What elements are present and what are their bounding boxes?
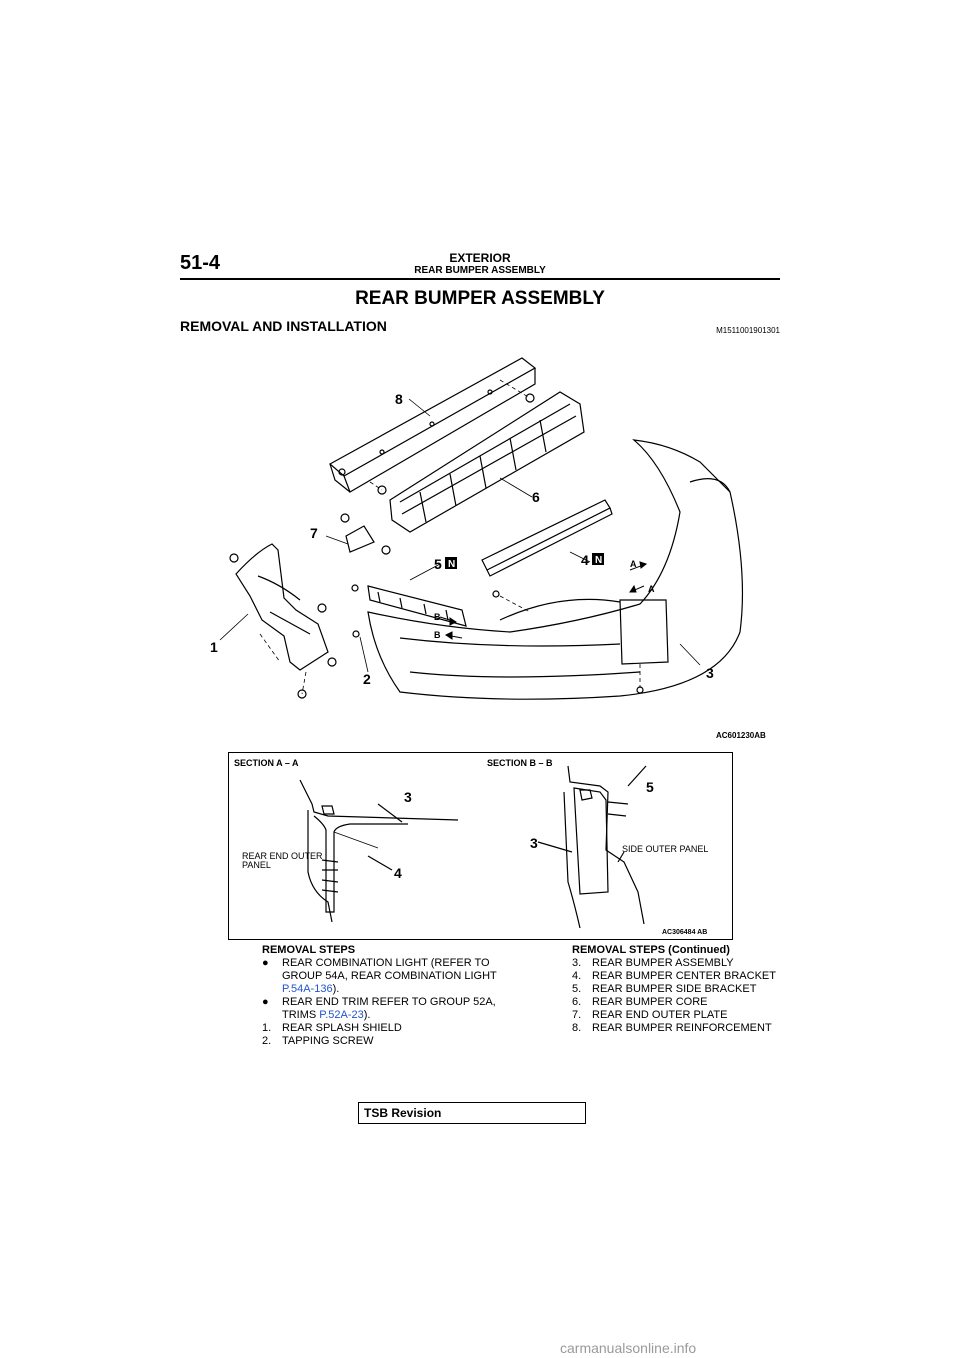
n-badge-5: N <box>445 557 457 570</box>
removal-steps-heading: REMOVAL STEPS <box>262 944 356 956</box>
sec-b-callout-3: 3 <box>530 835 538 851</box>
bumper-core-drawing <box>389 391 585 533</box>
callout-7: 7 <box>310 525 318 541</box>
outer-plate-drawing <box>340 513 391 555</box>
section-subtitle: REMOVAL AND INSTALLATION <box>180 318 387 334</box>
step-bullet: ● REAR COMBINATION LIGHT (REFER TO GROUP… <box>262 957 497 995</box>
step-item: 5.REAR BUMPER SIDE BRACKET <box>572 983 757 995</box>
callout-3: 3 <box>706 665 714 681</box>
side-bracket-drawing <box>367 585 467 627</box>
step-item: 7.REAR END OUTER PLATE <box>572 1009 728 1021</box>
reference-link[interactable]: P.54A-136 <box>282 983 333 995</box>
side-outer-panel-label: SIDE OUTER PANEL <box>622 844 709 854</box>
section-a-label: SECTION A – A <box>234 758 299 768</box>
splash-shield-drawing <box>229 543 337 699</box>
callout-5: 5 <box>434 556 442 572</box>
sec-a-callout-4: 4 <box>394 865 402 881</box>
section-mark-a2: A <box>648 584 655 594</box>
section-b-label: SECTION B – B <box>487 758 553 768</box>
screws-drawing <box>351 393 644 694</box>
bullet-icon: ● <box>262 996 269 1008</box>
header-section: EXTERIOR <box>449 251 511 265</box>
bumper-fascia-drawing <box>367 439 744 700</box>
page-number: 51-4 <box>180 252 221 274</box>
svg-text:N: N <box>595 555 602 566</box>
tsb-revision-box <box>358 1102 586 1124</box>
figure-code: AC601230AB <box>716 731 766 740</box>
exploded-diagram: 8 6 7 5 4 1 2 3 N N A A B B <box>210 357 744 700</box>
step-item: 3.REAR BUMPER ASSEMBLY <box>572 957 734 969</box>
svg-text:N: N <box>448 559 455 570</box>
header-subsection: REAR BUMPER ASSEMBLY <box>414 265 546 276</box>
rear-end-outer-panel-label: REAR END OUTER PANEL <box>242 851 323 870</box>
removal-steps-continued: REMOVAL STEPS (Continued) 3.REAR BUMPER … <box>572 944 792 1035</box>
tsb-revision-label: TSB Revision <box>364 1106 442 1120</box>
center-bracket-drawing <box>481 499 613 577</box>
section-figure-code: AC306484 AB <box>662 929 708 936</box>
reference-link[interactable]: P.52A-23 <box>319 1009 364 1021</box>
callout-1: 1 <box>210 639 218 655</box>
callout-6: 6 <box>532 489 540 505</box>
section-b-drawing <box>537 765 647 929</box>
callout-4: 4 <box>581 552 589 568</box>
callout-8: 8 <box>395 391 403 407</box>
callout-2: 2 <box>363 671 371 687</box>
step-bullet: ● REAR END TRIM REFER TO GROUP 52A, TRIM… <box>262 996 496 1021</box>
step-item: 6.REAR BUMPER CORE <box>572 996 708 1008</box>
page-title: REAR BUMPER ASSEMBLY <box>355 288 605 309</box>
step-item: 1.REAR SPLASH SHIELD <box>262 1022 402 1034</box>
sec-a-callout-3: 3 <box>404 789 412 805</box>
sec-b-callout-5: 5 <box>646 779 654 795</box>
section-mark-a1: A <box>630 559 637 569</box>
section-mark-b2: B <box>434 630 441 640</box>
section-diagram: 3 4 5 3 <box>299 765 654 929</box>
step-item: 2.TAPPING SCREW <box>262 1035 374 1047</box>
document-code: M1511001901301 <box>716 326 780 335</box>
n-badge-4: N <box>592 553 604 566</box>
step-item: 8.REAR BUMPER REINFORCEMENT <box>572 1022 772 1034</box>
header-rule <box>180 278 780 280</box>
footer-watermark: carmanualsonline.info <box>560 1340 697 1356</box>
section-a-drawing <box>299 779 459 923</box>
removal-steps-continued-heading: REMOVAL STEPS (Continued) <box>572 944 730 956</box>
section-views-box <box>228 752 733 940</box>
bumper-reinforcement-drawing <box>328 357 537 493</box>
removal-steps: REMOVAL STEPS ● REAR COMBINATION LIGHT (… <box>262 944 512 1048</box>
bullet-icon: ● <box>262 957 269 969</box>
step-item: 4.REAR BUMPER CENTER BRACKET <box>572 970 776 982</box>
section-mark-b1: B <box>434 612 441 622</box>
